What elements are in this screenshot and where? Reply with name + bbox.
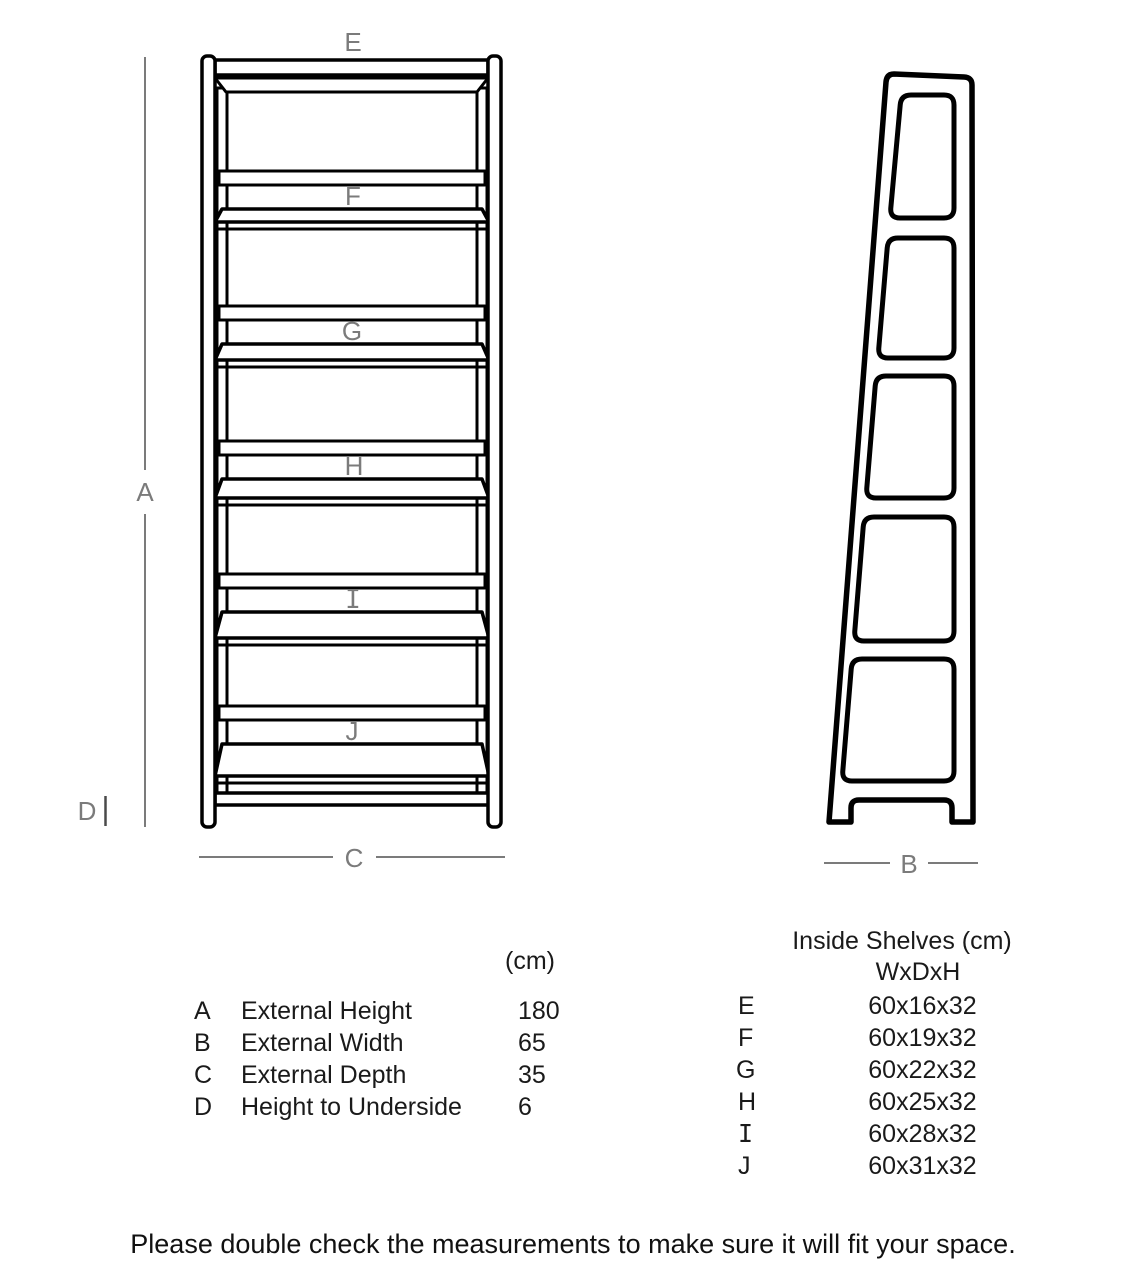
shelf-label-h: H (345, 451, 364, 481)
dim-label-a: A (136, 477, 154, 507)
front-shelf-i-surface (213, 610, 491, 640)
shelf-label-i: I (345, 585, 361, 615)
shelf-row-letter: E (738, 992, 755, 1020)
front-shelf-g-surface (213, 342, 491, 362)
dim-row-letter: C (194, 1061, 213, 1089)
dim-row-value: 65 (518, 1029, 546, 1057)
shelf-row-value: 60x19x32 (868, 1024, 977, 1052)
front-post-left (200, 54, 217, 829)
front-rail-h (217, 439, 487, 457)
shelf-row-letter: J (738, 1152, 751, 1180)
side-view-drawing (826, 71, 976, 825)
front-view-drawing (200, 54, 503, 829)
shelf-row-letter: F (738, 1024, 754, 1052)
shelf-label-f: F (345, 181, 361, 211)
front-rail-j (217, 704, 487, 722)
dim-row-name: External Depth (241, 1061, 407, 1089)
dim-row-name: External Width (241, 1029, 404, 1057)
dimension-lines (104, 57, 978, 864)
shelf-row-value: 60x28x32 (868, 1120, 977, 1148)
side-cutout-4 (852, 514, 957, 644)
shelf-row-letter: G (736, 1056, 756, 1084)
shelf-row-value: 60x31x32 (868, 1152, 977, 1180)
shelf-row-letter: H (738, 1088, 757, 1116)
footer-note: Please double check the measurements to … (130, 1229, 1016, 1259)
dim-label-c: C (345, 843, 364, 873)
front-shelf-j-surface (213, 742, 491, 778)
dim-row-letter: A (194, 997, 211, 1025)
dim-row-value: 180 (518, 997, 560, 1025)
front-shelf-e-surface (213, 76, 490, 94)
side-cutout-5 (840, 656, 957, 784)
side-cutout-1 (888, 92, 957, 221)
drawing-labels: E F G H I J A D C B (78, 27, 918, 879)
shelf-label-e: E (344, 27, 361, 57)
front-post-right (486, 54, 503, 829)
side-cutout-2 (876, 235, 957, 361)
shelf-row-value: 60x22x32 (868, 1056, 977, 1084)
dim-row-name: External Height (241, 997, 412, 1025)
shelves-table-subtitle: WxDxH (875, 958, 961, 986)
dim-row-value: 6 (518, 1093, 532, 1121)
front-rail-f (217, 169, 487, 187)
dim-row-name: Height to Underside (241, 1093, 462, 1121)
front-top-rail (213, 58, 490, 77)
shelf-label-g: G (342, 316, 362, 346)
dim-row-letter: B (194, 1029, 211, 1057)
shelf-label-j: J (346, 716, 359, 746)
shelf-row-value: 60x16x32 (868, 992, 977, 1020)
shelf-diagram: E F G H I J A D C B (78, 27, 978, 879)
dim-row-letter: D (194, 1093, 213, 1121)
dim-row-value: 35 (518, 1061, 546, 1089)
front-rail-g (217, 304, 487, 322)
shelf-row-value: 60x25x32 (868, 1088, 977, 1116)
shelves-table-title: Inside Shelves (cm) (792, 927, 1012, 955)
shelf-row-letter: I (738, 1119, 754, 1148)
dim-label-d: D (78, 796, 97, 826)
front-shelf-h-surface (213, 477, 491, 500)
front-bottom-stretcher (213, 791, 491, 807)
side-cutout-3 (864, 373, 957, 501)
dim-label-b: B (900, 849, 917, 879)
dimensions-table-unit-header: (cm) (505, 947, 555, 975)
front-rail-i (217, 572, 487, 590)
